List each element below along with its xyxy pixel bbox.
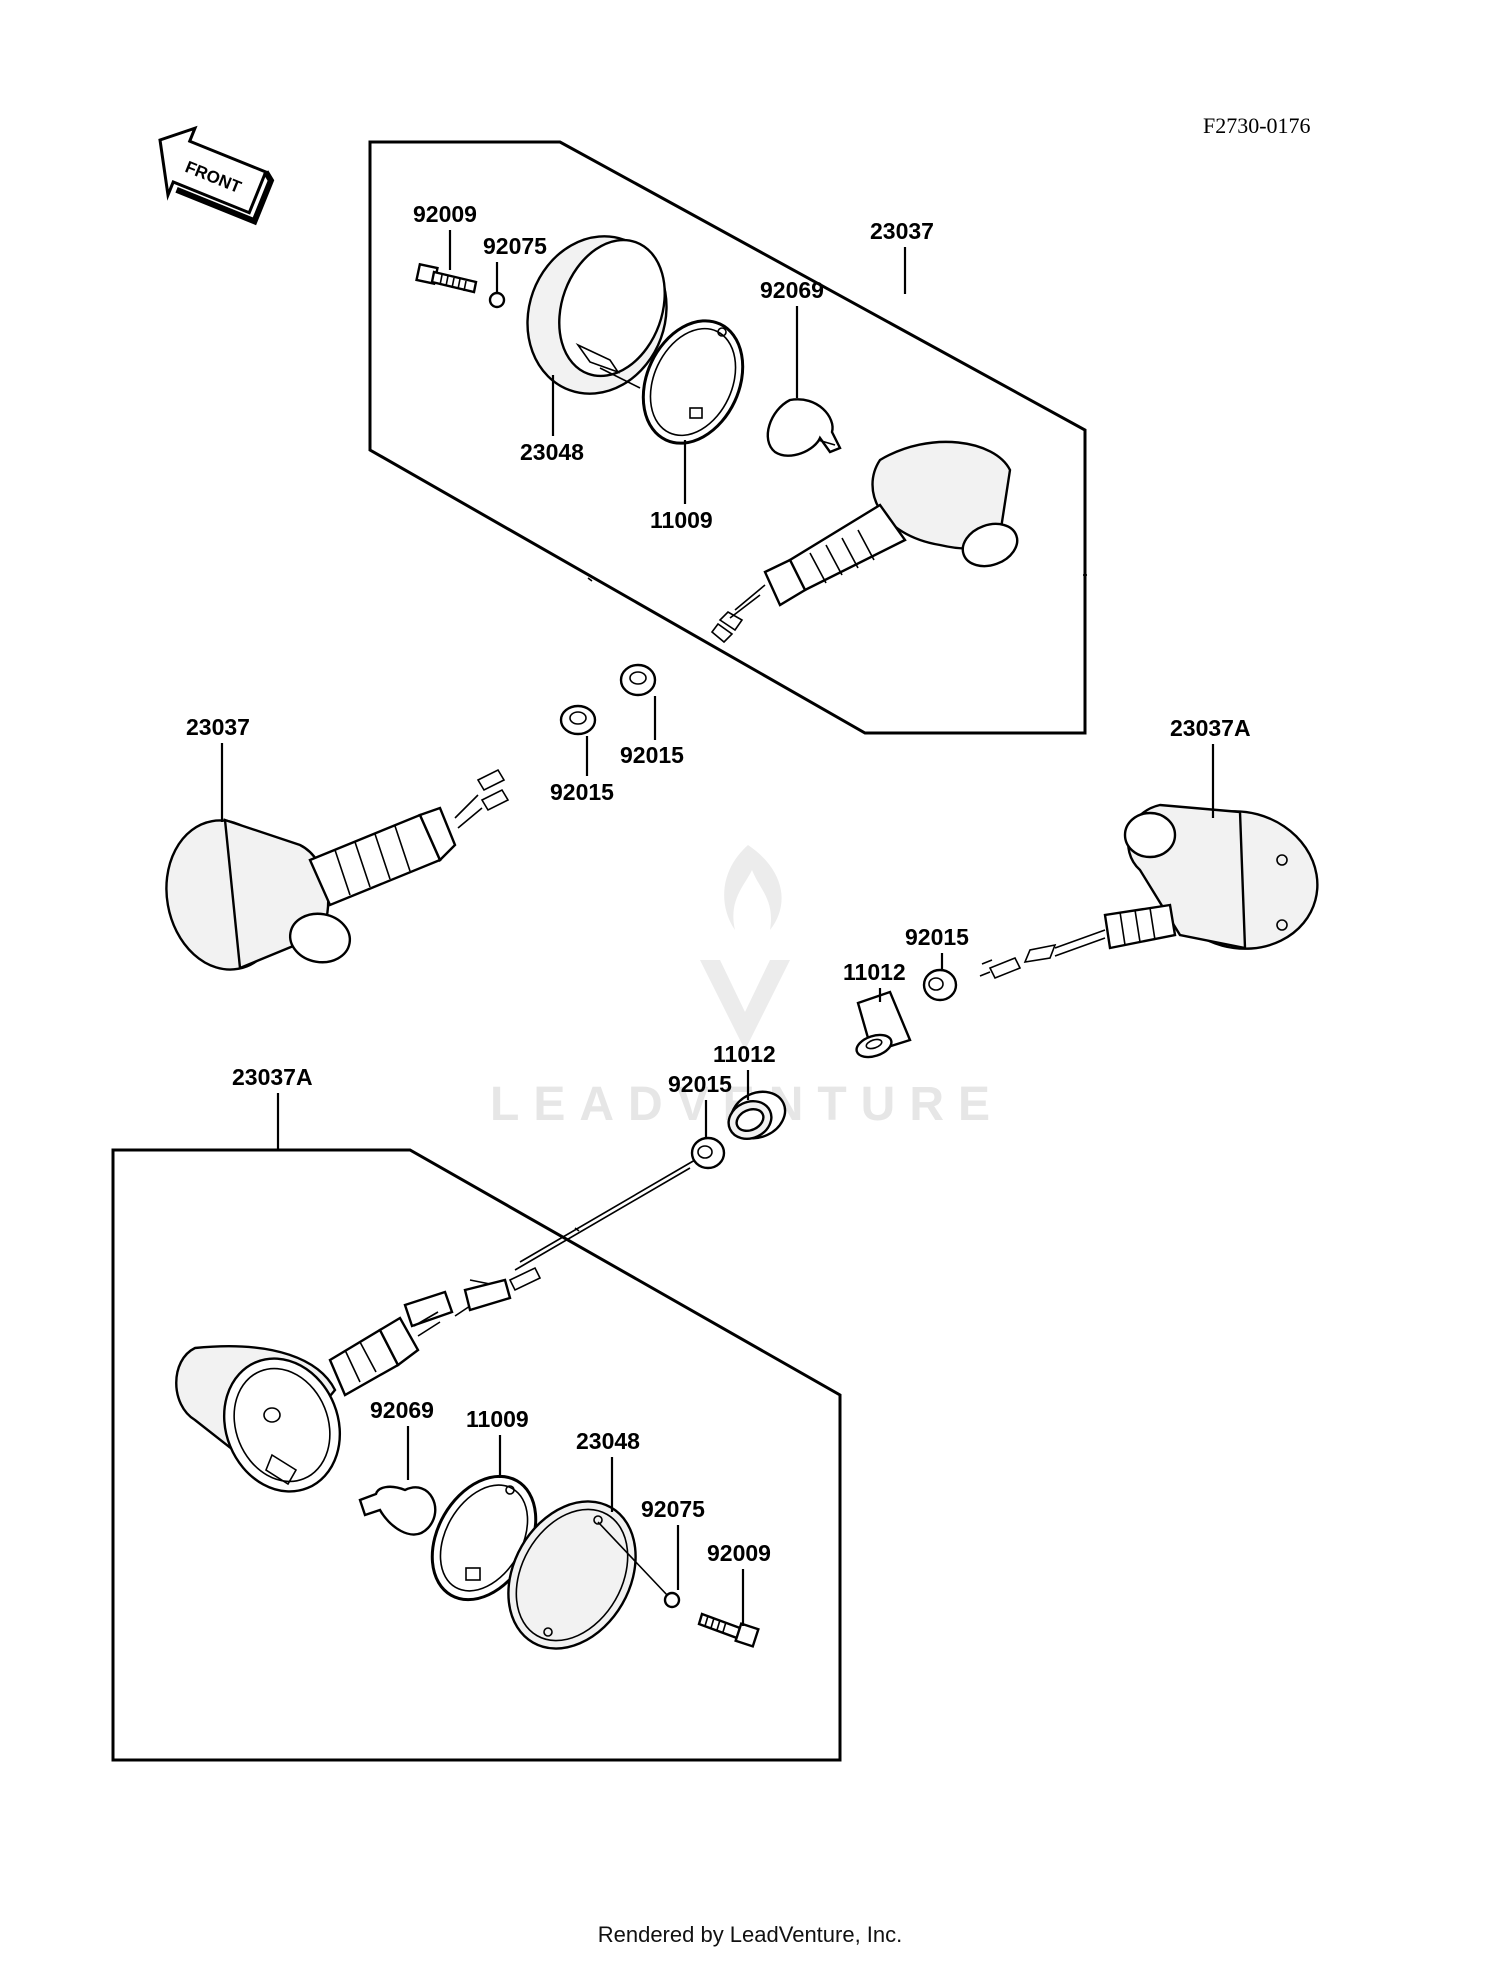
top-bulb-92069: [766, 398, 842, 457]
mid-signal-23037: [165, 768, 510, 971]
label-mid-92015-a: 92015: [550, 779, 614, 805]
bottom-signal-23037A: [175, 1311, 441, 1493]
bottom-bulb-92069: [358, 1485, 437, 1536]
label-bot-23037A: 23037A: [232, 1064, 313, 1090]
label-right-92015: 92015: [905, 924, 969, 950]
right-nut-92015: [922, 968, 958, 1002]
top-assembly-box: [368, 140, 1087, 735]
bottom-washer-92075: [663, 1591, 681, 1609]
label-right-11012: 11012: [843, 959, 906, 985]
bottom-wire: [514, 1159, 696, 1271]
watermark-v-icon: [700, 960, 790, 1050]
label-top-23037: 23037: [870, 218, 934, 244]
label-top-92075: 92075: [483, 233, 547, 259]
top-lens-23048: [526, 235, 668, 395]
label-top-11009: 11009: [650, 507, 713, 533]
top-bolt-92009: [415, 262, 478, 294]
label-center-92015: 92015: [668, 1071, 732, 1097]
center-nut-92015: [690, 1136, 726, 1170]
mid-nut-92015-a: [559, 704, 597, 736]
bottom-assembly-box: [111, 1148, 842, 1762]
label-top-23048: 23048: [520, 439, 584, 465]
label-bot-92009: 92009: [707, 1540, 771, 1566]
label-bot-92069: 92069: [370, 1397, 434, 1423]
bottom-bolt-92009: [697, 1612, 760, 1648]
watermark-flame-icon: [724, 845, 782, 930]
label-top-92009: 92009: [413, 201, 477, 227]
top-washer-92075: [488, 291, 506, 309]
diagram-code: F2730-0176: [1203, 113, 1311, 138]
front-arrow-icon: FRONT: [158, 125, 275, 226]
bottom-connector: [403, 1266, 542, 1328]
label-center-11012: 11012: [713, 1041, 776, 1067]
label-bot-92075: 92075: [641, 1496, 705, 1522]
label-mid-92015-b: 92015: [620, 742, 684, 768]
label-right-23037A: 23037A: [1170, 715, 1251, 741]
label-bot-11009: 11009: [466, 1406, 529, 1432]
right-grommet-11012: [855, 990, 912, 1059]
label-bot-23048: 23048: [576, 1428, 640, 1454]
right-signal-23037A: [979, 803, 1319, 980]
top-signal-23037: [710, 440, 1019, 644]
label-mid-23037: 23037: [186, 714, 250, 740]
bottom-lens-23048: [507, 1500, 637, 1650]
mid-nut-92015-b: [619, 663, 657, 697]
top-gasket-11009: [641, 319, 745, 445]
footer-credit: Rendered by LeadVenture, Inc.: [597, 1922, 903, 1947]
label-top-92069: 92069: [760, 277, 824, 303]
